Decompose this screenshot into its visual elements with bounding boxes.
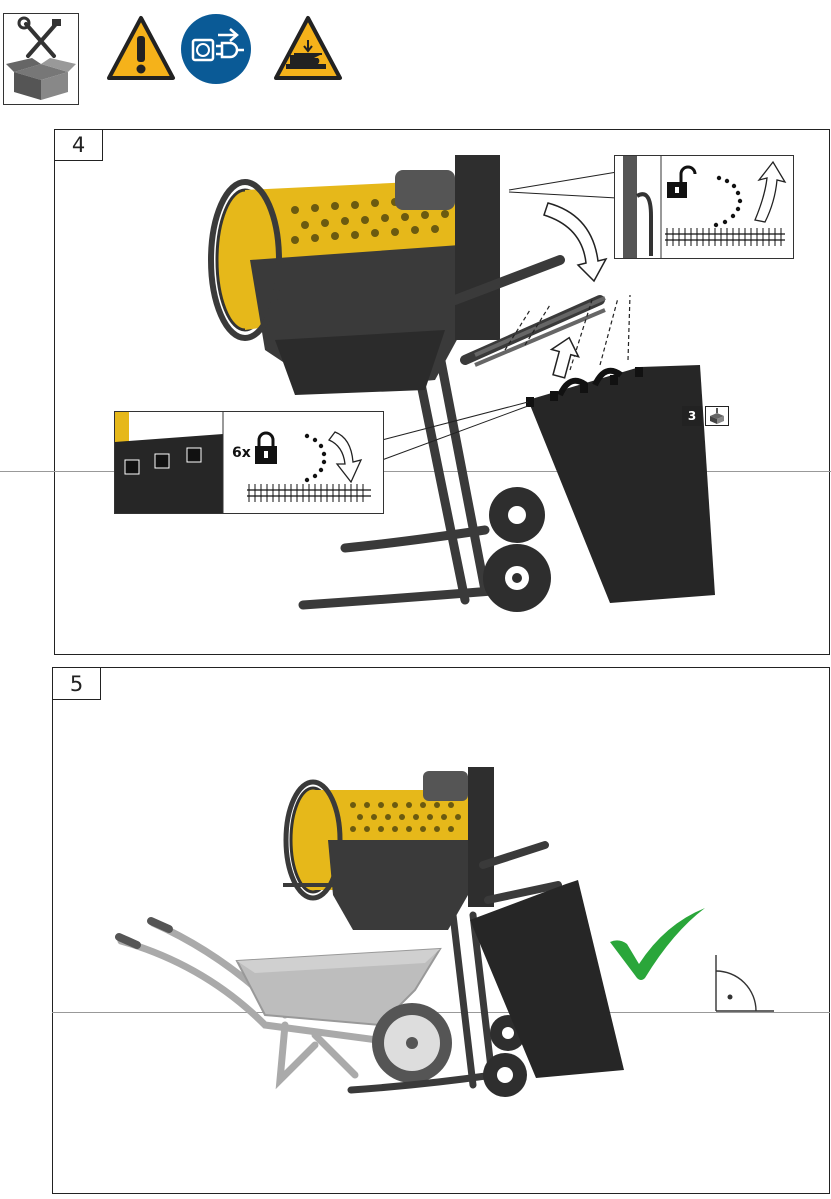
swing-down-arrow-icon [540, 195, 610, 285]
mount-guides [480, 180, 660, 400]
general-warning-icon [106, 14, 176, 82]
check-mark-icon [607, 906, 707, 982]
callout-lines [505, 170, 620, 200]
repeat-count-label: 6x [232, 445, 251, 461]
unlock-icon [667, 165, 697, 198]
unlock-detail-inset [614, 155, 794, 259]
step-5-panel: 5 [52, 667, 830, 1194]
shredder-machine-illustration [283, 765, 633, 1105]
push-up-arrow-icon [548, 335, 580, 379]
lock-icon [255, 431, 277, 464]
callout-lines-left [380, 400, 530, 465]
step-number: 4 [55, 130, 103, 161]
ground-line [52, 1012, 830, 1013]
reference-number: 3 [682, 406, 702, 426]
wheelbarrow-illustration [115, 915, 465, 1095]
reference-badge: 3 [682, 406, 729, 426]
unplug-mains-icon [180, 13, 252, 85]
lock-detail-inset: 6x [114, 411, 384, 514]
right-angle-icon [712, 955, 776, 1015]
ground-line [0, 471, 831, 472]
tools-and-box-icon [3, 13, 79, 105]
shredder-machine-illustration [205, 150, 625, 620]
step-number: 5 [53, 668, 101, 700]
collection-bag [520, 355, 730, 605]
step-4-panel: 4 [54, 129, 830, 655]
assembly-box-icon [705, 406, 729, 426]
crush-hazard-hand-icon [272, 14, 344, 82]
collection-bag [466, 880, 631, 1080]
